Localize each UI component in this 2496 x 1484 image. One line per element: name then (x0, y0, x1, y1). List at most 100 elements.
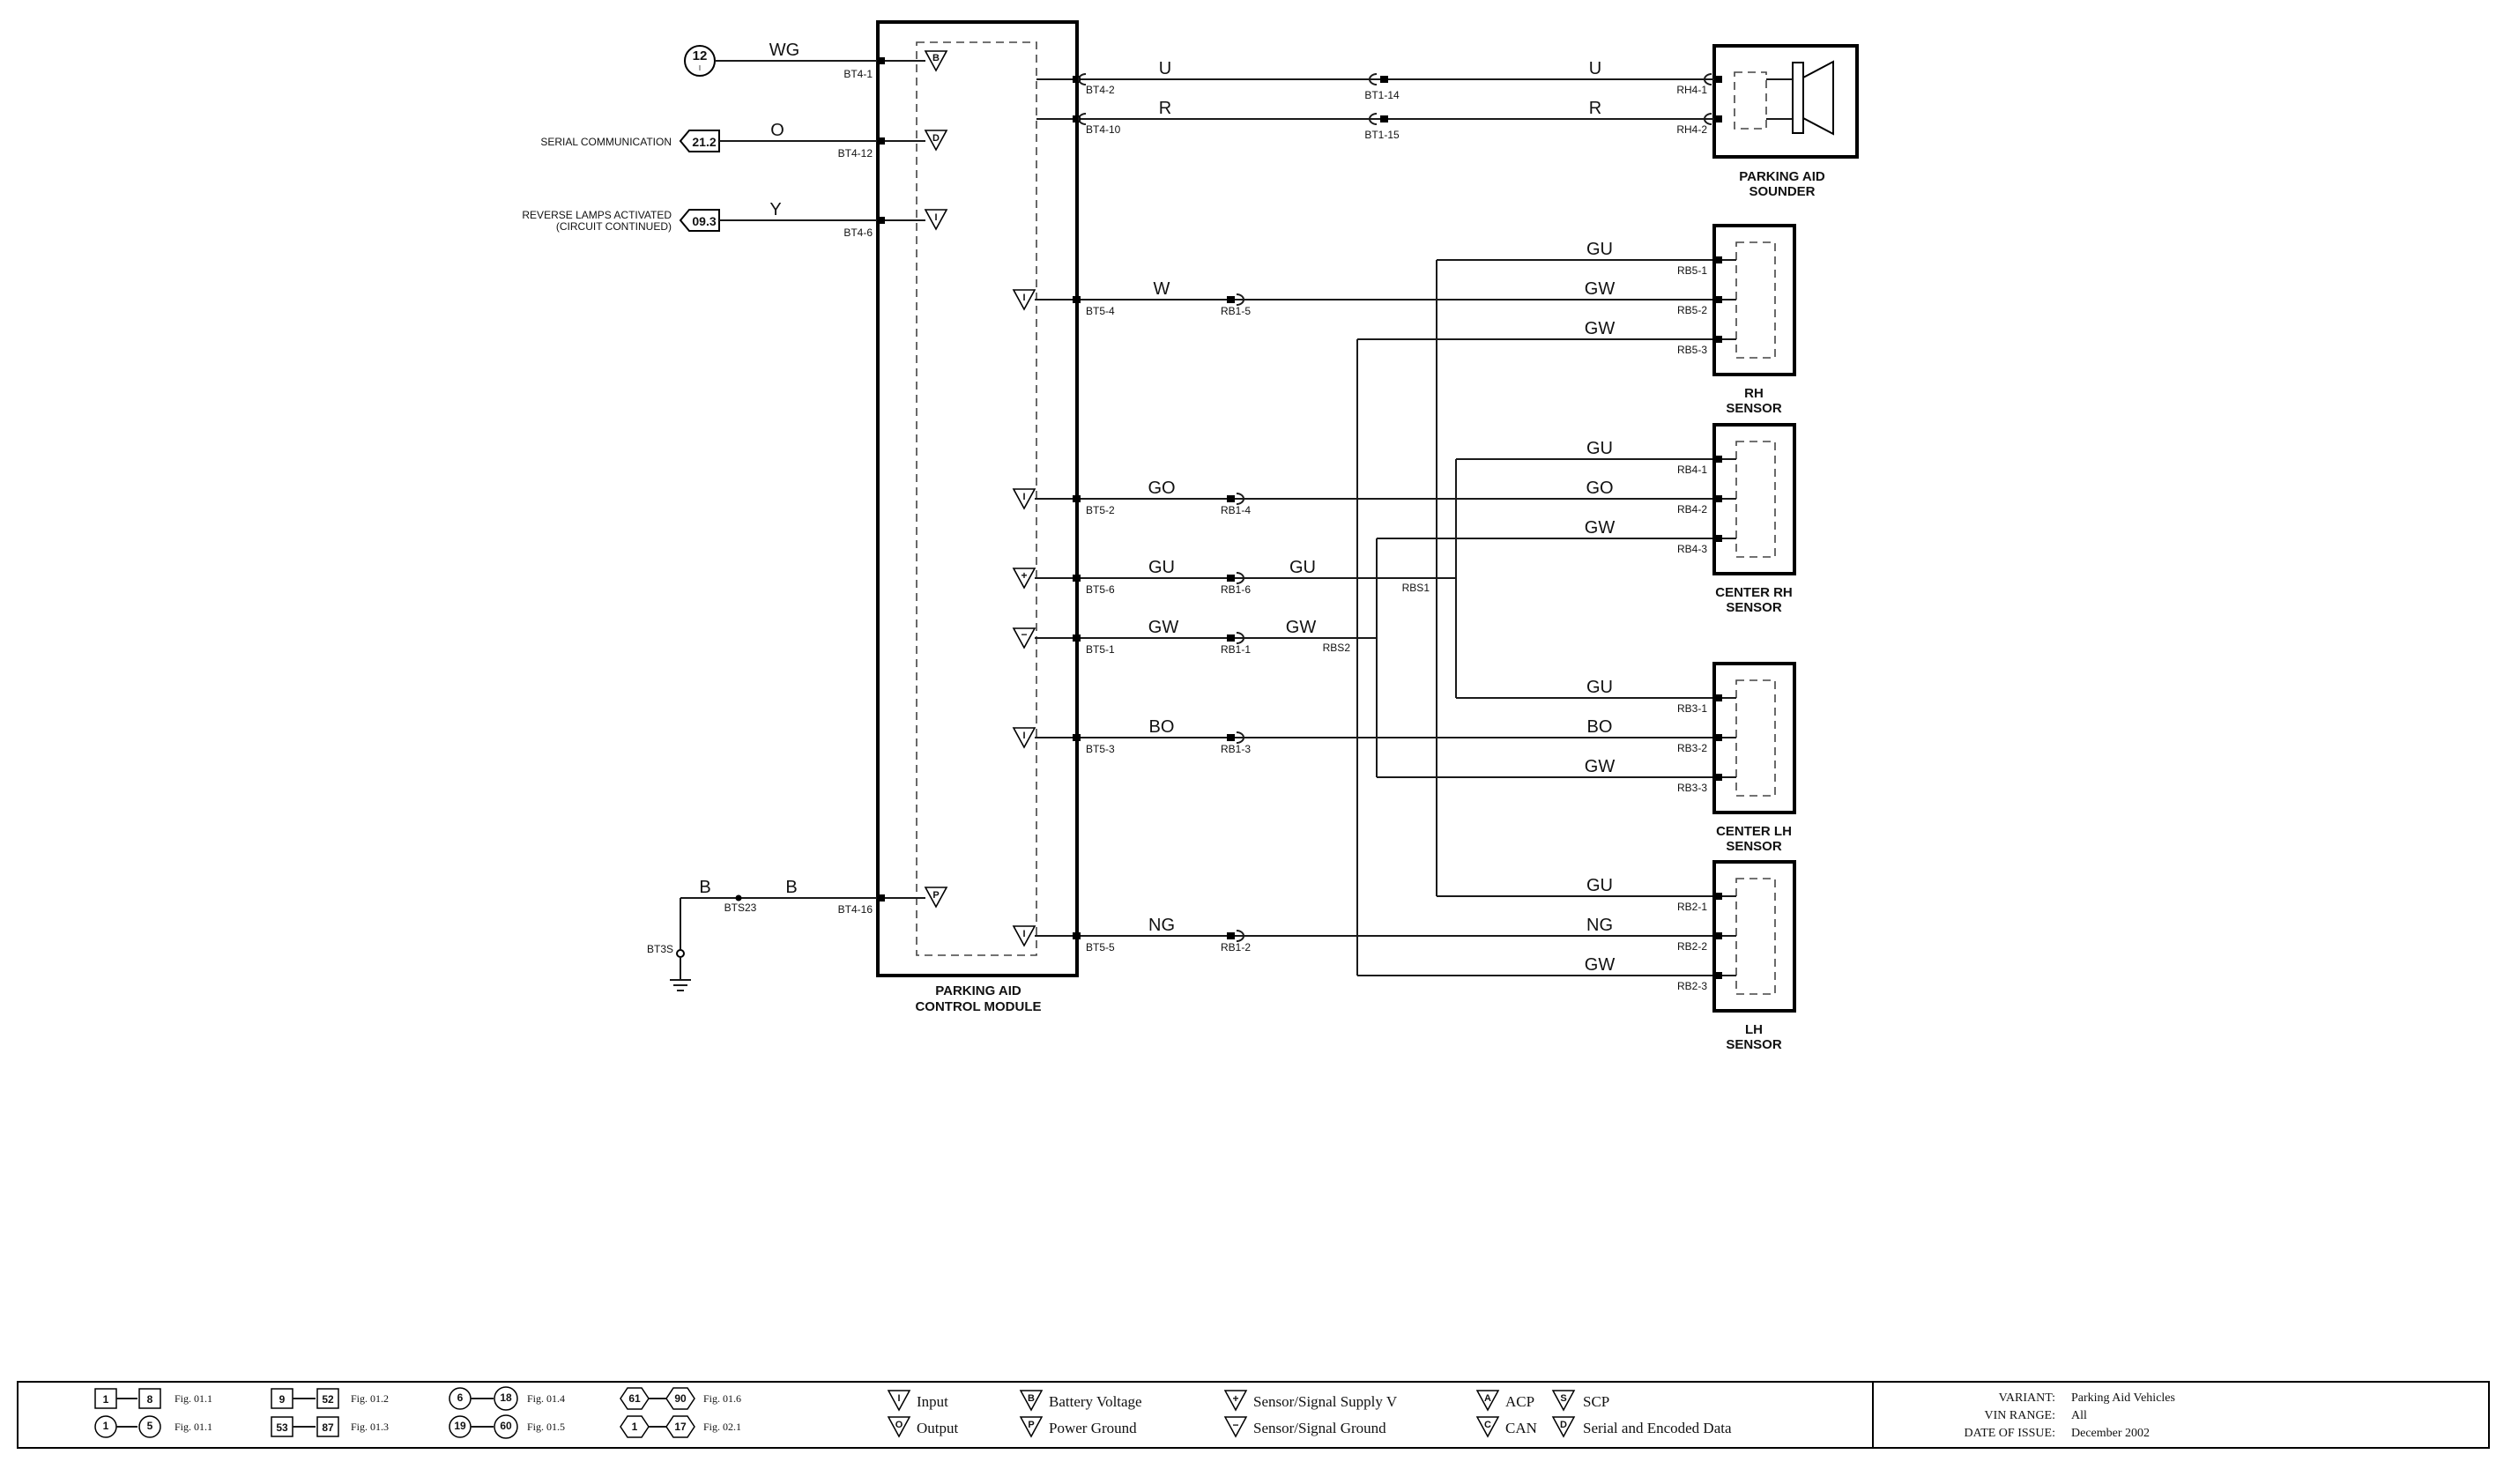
clh-wire-1: GU (1586, 678, 1613, 697)
sounder-wires: BT4-2 BT4-10 U R BT1-14 BT1-15 U R RH4-1… (1073, 59, 1722, 141)
svg-text:+: + (1232, 1392, 1238, 1405)
svg-text:Power Ground: Power Ground (1049, 1420, 1137, 1436)
splice-rbs2: RBS2 (1323, 642, 1351, 654)
crh-wire-2: GO (1586, 479, 1613, 498)
wire-gw-label: GW (1148, 618, 1179, 637)
pin-bt5-2: BT5-2 (1086, 504, 1115, 516)
pin-bt4-6: BT4-6 (843, 226, 873, 239)
pin-rh4-2: RH4-2 (1676, 123, 1707, 136)
pin-bt5-6: BT5-6 (1086, 583, 1115, 596)
svg-text:Fig. 02.1: Fig. 02.1 (703, 1421, 741, 1433)
splice-rbs1: RBS1 (1402, 582, 1430, 594)
fig-ref-5: 6 18 Fig. 01.4 (449, 1386, 565, 1411)
svg-text:87: 87 (322, 1421, 334, 1434)
svg-text:Fig. 01.2: Fig. 01.2 (351, 1392, 389, 1405)
rh-pin-3: RB5-3 (1677, 344, 1707, 356)
variant-value: Parking Aid Vehicles (2071, 1391, 2175, 1405)
rh-wire-1: GU (1586, 240, 1613, 259)
ref-12-number: 12 (693, 48, 708, 63)
fig-ref-3: 9 52 Fig. 01.2 (271, 1388, 389, 1409)
svg-text:I: I (1022, 492, 1025, 502)
splice-distribution: RBS1 RBS2 (1323, 259, 1714, 976)
svg-text:−: − (1021, 628, 1027, 641)
lh-wire-3: GW (1585, 955, 1616, 975)
clh-sensor-name-2: SENSOR (1726, 839, 1782, 854)
ref-21-2-number: 21.2 (692, 135, 716, 149)
pin-rb1-5: RB1-5 (1221, 305, 1251, 317)
svg-text:Input: Input (917, 1393, 948, 1410)
pin-bt4-1: BT4-1 (843, 68, 873, 80)
pin-bt5-5: BT5-5 (1086, 941, 1115, 953)
svg-text:C: C (1484, 1420, 1491, 1430)
svg-text:90: 90 (674, 1392, 687, 1405)
clh-pin-3: RB3-3 (1677, 782, 1707, 794)
svg-text:Fig. 01.4: Fig. 01.4 (527, 1392, 565, 1405)
reverse-lamps-label-2: (CIRCUIT CONTINUED) (556, 220, 672, 233)
svg-text:8: 8 (147, 1393, 153, 1406)
fig-ref-8: 1 17 Fig. 02.1 (620, 1415, 741, 1438)
ground-bt3s: BT3S (647, 943, 673, 955)
svg-text:9: 9 (279, 1393, 286, 1406)
fig-ref-1: 1 8 Fig. 01.1 (94, 1388, 212, 1409)
legend-supply: + Sensor/Signal Supply V (1223, 1390, 1398, 1412)
wire-u-1: U (1159, 59, 1171, 78)
serial-comm-connection: SERIAL COMMUNICATION 21.2 O BT4-12 (540, 121, 885, 160)
svg-text:O: O (895, 1420, 903, 1430)
pin-bt5-3: BT5-3 (1086, 743, 1115, 755)
svg-text:ACP: ACP (1505, 1393, 1534, 1410)
pin-rb1-2: RB1-2 (1221, 941, 1251, 953)
ground-wire-b-1: B (699, 878, 710, 897)
ref-09-3-number: 09.3 (692, 214, 716, 228)
pin-bt4-16: BT4-16 (838, 903, 873, 916)
svg-text:I: I (1022, 929, 1025, 939)
wire-gu-after-label: GU (1289, 558, 1316, 577)
rh-wire-2: GW (1585, 279, 1616, 299)
sounder-name-line1: PARKING AID (1739, 169, 1825, 184)
svg-text:6: 6 (457, 1391, 464, 1404)
ref-12-sub: I (699, 64, 701, 72)
ground-connection: B B BTS23 BT4-16 BT3S (647, 878, 885, 991)
clh-wire-2: BO (1587, 717, 1613, 737)
svg-text:P: P (932, 890, 939, 901)
module-name-line2: CONTROL MODULE (915, 999, 1041, 1014)
svg-text:B: B (932, 53, 940, 63)
svg-text:Fig. 01.6: Fig. 01.6 (703, 1392, 741, 1405)
lh-wire-2: NG (1586, 916, 1613, 935)
crh-pin-3: RB4-3 (1677, 543, 1707, 555)
pin-rb1-3: RB1-3 (1221, 743, 1251, 755)
legend-serial: D Serial and Encoded Data (1551, 1416, 1732, 1438)
legend-acp: A ACP (1475, 1390, 1534, 1412)
svg-text:P: P (1028, 1420, 1034, 1430)
lh-sensor-name-1: LH (1745, 1022, 1763, 1037)
crh-pin-1: RB4-1 (1677, 464, 1707, 476)
splice-bts23: BTS23 (724, 902, 757, 914)
fig-ref-7: 61 90 Fig. 01.6 (620, 1387, 741, 1410)
svg-text:I: I (897, 1393, 900, 1404)
crh-pin-2: RB4-2 (1677, 503, 1707, 516)
rh-wire-3: GW (1585, 319, 1616, 338)
lh-pin-2: RB2-2 (1677, 940, 1707, 953)
module-sensor-wires: BT5-4 W RB1-5 BT5-2 GO RB1-4 BT5-6 GU RB… (1073, 279, 1714, 953)
svg-text:Sensor/Signal Supply V: Sensor/Signal Supply V (1253, 1393, 1398, 1410)
svg-text:I: I (1022, 731, 1025, 741)
clh-pin-2: RB3-2 (1677, 742, 1707, 754)
pin-bt4-10: BT4-10 (1086, 123, 1121, 136)
legend-signal-ground: − Sensor/Signal Ground (1223, 1416, 1386, 1438)
crh-wire-1: GU (1586, 439, 1613, 458)
svg-text:61: 61 (628, 1392, 641, 1405)
lh-sensor: GU NG GW RB2-1 RB2-2 RB2-3 LH SENSOR (1585, 860, 1796, 1052)
svg-text:Sensor/Signal Ground: Sensor/Signal Ground (1253, 1420, 1386, 1436)
legend-input: I Input (887, 1390, 948, 1412)
lh-wire-1: GU (1586, 876, 1613, 895)
module-name-line1: PARKING AID (935, 983, 1021, 998)
legend-scp: S SCP (1551, 1390, 1609, 1412)
pin-rb1-6: RB1-6 (1221, 583, 1251, 596)
lh-pin-3: RB2-3 (1677, 980, 1707, 992)
svg-text:19: 19 (454, 1420, 466, 1432)
svg-text:60: 60 (500, 1420, 512, 1432)
legend-bar: 1 8 Fig. 01.1 1 5 Fig. 01.1 9 52 Fig. 01… (17, 1381, 2490, 1449)
legend-power-ground: P Power Ground (1019, 1416, 1137, 1438)
wire-y-label: Y (769, 200, 781, 219)
reverse-lamps-connection: REVERSE LAMPS ACTIVATED (CIRCUIT CONTINU… (522, 200, 885, 239)
